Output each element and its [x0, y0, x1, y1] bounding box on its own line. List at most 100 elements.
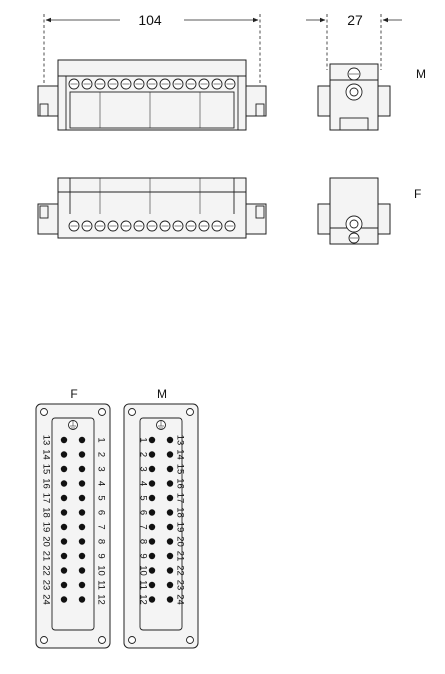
contact-pin — [166, 494, 174, 502]
pin-number: 20 — [40, 536, 51, 547]
contact-pin — [78, 509, 86, 516]
contact-pin — [148, 451, 156, 458]
pin-number: 5 — [95, 495, 106, 500]
contact-pin — [166, 596, 174, 603]
pin-number: 11 — [137, 580, 148, 590]
contact-pin — [166, 436, 174, 444]
pin-number: 14 — [40, 449, 51, 460]
pin-number: 16 — [174, 478, 185, 489]
pin-number: 17 — [40, 493, 51, 504]
pin-number: 9 — [95, 553, 106, 558]
contact-pin — [148, 567, 156, 574]
contact-pin — [60, 480, 68, 487]
contact-pin — [78, 581, 86, 589]
pin-number: 22 — [174, 565, 185, 576]
contact-pin — [148, 494, 156, 502]
contact-pin — [78, 596, 86, 603]
contact-pin — [60, 494, 68, 502]
pin-number: 22 — [40, 565, 51, 576]
pin-number: 10 — [137, 565, 148, 576]
pin-number: 2 — [137, 452, 148, 457]
pin-number: 23 — [174, 580, 185, 591]
contact-pin — [78, 480, 86, 487]
pin-number: 3 — [137, 466, 148, 471]
pin-number: 10 — [95, 565, 106, 576]
pin-number: 16 — [40, 478, 51, 489]
contact-pin — [148, 596, 156, 603]
ground-icon — [156, 420, 166, 430]
contact-pin — [166, 581, 174, 589]
dimension-width-label: 27 — [347, 12, 363, 28]
contact-pin — [148, 480, 156, 487]
pin-number: 5 — [137, 495, 148, 500]
male-insert-end-view — [317, 63, 391, 131]
contact-pin — [78, 494, 86, 502]
contact-pin — [60, 567, 68, 574]
contact-pin — [148, 538, 156, 545]
pin-number: 4 — [137, 481, 148, 486]
pin-number: 12 — [137, 594, 148, 605]
male-insert-side-view — [37, 59, 267, 131]
contact-pin — [78, 436, 86, 444]
pin-number: 14 — [174, 449, 185, 460]
pin-number: 19 — [174, 522, 185, 533]
pin-number: 19 — [40, 522, 51, 533]
contact-pin — [148, 465, 156, 473]
dimension-length-label: 104 — [138, 12, 162, 28]
male-pinout-label: M — [157, 387, 167, 401]
pin-number: 15 — [174, 464, 185, 475]
pin-number: 13 — [40, 435, 51, 446]
male-view-label: M — [416, 67, 426, 81]
contact-pin — [60, 509, 68, 516]
contact-pin — [60, 465, 68, 473]
pin-number: 17 — [174, 493, 185, 504]
contact-pin — [166, 509, 174, 516]
contact-pin — [166, 480, 174, 487]
contact-pin — [166, 523, 174, 531]
pin-number: 24 — [40, 594, 51, 605]
contact-pin — [60, 596, 68, 603]
dimension-width: 27 — [306, 12, 402, 70]
contact-pin — [60, 523, 68, 531]
pin-number: 7 — [95, 524, 106, 529]
contact-pin — [78, 538, 86, 545]
pin-number: 3 — [95, 466, 106, 471]
contact-pin — [148, 552, 156, 560]
contact-pin — [166, 567, 174, 574]
contact-pin — [78, 465, 86, 473]
pin-number: 20 — [174, 536, 185, 547]
contact-pin — [78, 451, 86, 458]
contact-pin — [148, 581, 156, 589]
contact-pin — [166, 465, 174, 473]
pin-number: 21 — [40, 551, 51, 562]
contact-pin — [60, 451, 68, 458]
pin-number: 23 — [40, 580, 51, 591]
contact-pin — [60, 581, 68, 589]
contact-pin — [166, 552, 174, 560]
female-insert-side-view — [37, 177, 267, 239]
pin-number: 12 — [95, 594, 106, 605]
female-pinout-label: F — [70, 387, 77, 401]
contact-pin — [78, 523, 86, 531]
pin-number: 1 — [95, 437, 106, 442]
pin-number: 8 — [95, 539, 106, 544]
contact-pin — [148, 436, 156, 444]
pin-number: 8 — [137, 539, 148, 544]
contact-pin — [78, 552, 86, 560]
pin-number: 24 — [174, 594, 185, 605]
female-view-label: F — [414, 187, 421, 201]
contact-pin — [148, 509, 156, 516]
contact-pin — [60, 552, 68, 560]
pin-number: 1 — [137, 437, 148, 442]
ground-icon — [68, 420, 78, 430]
pin-number: 18 — [174, 507, 185, 518]
pin-number: 6 — [95, 510, 106, 515]
pin-number: 18 — [40, 507, 51, 518]
contact-pin — [78, 567, 86, 574]
pin-number: 2 — [95, 452, 106, 457]
pin-number: 4 — [95, 481, 106, 486]
pin-number: 21 — [174, 551, 185, 562]
contact-pin — [60, 538, 68, 545]
